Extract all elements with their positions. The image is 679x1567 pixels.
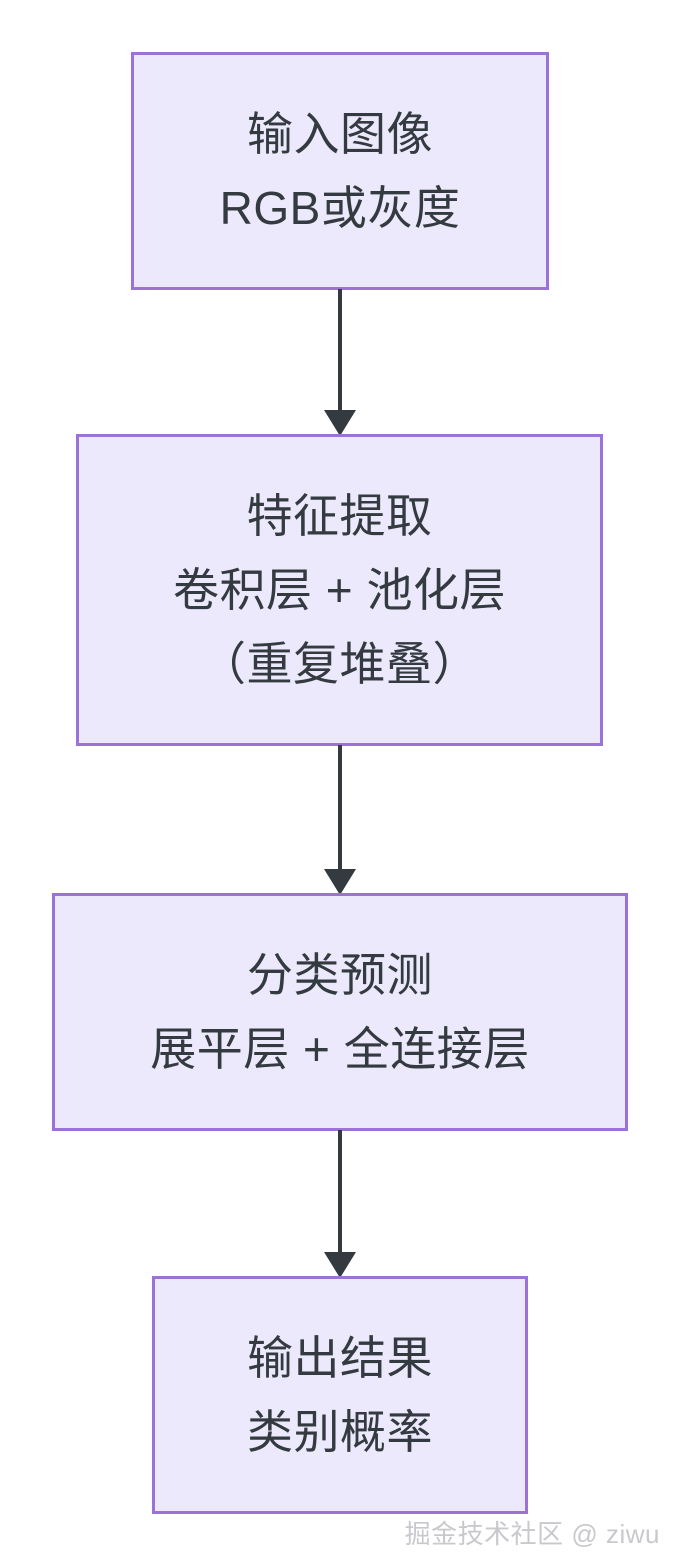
flow-node-feature-line-3: （重复堆叠） xyxy=(200,638,479,690)
flow-node-classify-line-1: 分类预测 xyxy=(247,949,433,1001)
flow-edge-classify-to-output xyxy=(323,1130,357,1278)
flow-node-input-line-2: RGB或灰度 xyxy=(219,182,461,234)
flow-edge-feature-to-classify xyxy=(323,745,357,895)
edge-stem xyxy=(338,745,342,870)
flow-node-output-line-2: 类别概率 xyxy=(247,1406,433,1458)
flow-node-feature-extraction[interactable]: 特征提取 卷积层 + 池化层 （重复堆叠） xyxy=(76,434,603,746)
flow-node-feature-line-1: 特征提取 xyxy=(246,490,433,542)
flow-node-classify-line-2: 展平层 + 全连接层 xyxy=(150,1023,530,1075)
flow-node-output-line-1: 输出结果 xyxy=(247,1332,433,1384)
flow-edge-input-to-feature xyxy=(323,289,357,436)
flow-node-classification[interactable]: 分类预测 展平层 + 全连接层 xyxy=(52,893,628,1131)
arrow-head-icon xyxy=(324,869,356,895)
edge-stem xyxy=(338,1130,342,1253)
arrow-head-icon xyxy=(324,410,356,436)
flow-node-input-line-1: 输入图像 xyxy=(247,108,433,160)
flow-node-input[interactable]: 输入图像 RGB或灰度 xyxy=(131,52,549,290)
arrow-head-icon xyxy=(324,1252,356,1278)
flow-node-output[interactable]: 输出结果 类别概率 xyxy=(152,1276,528,1514)
flow-node-feature-line-2: 卷积层 + 池化层 xyxy=(173,564,506,616)
watermark-text: 掘金技术社区 @ ziwu xyxy=(404,1519,660,1549)
edge-stem xyxy=(338,289,342,411)
